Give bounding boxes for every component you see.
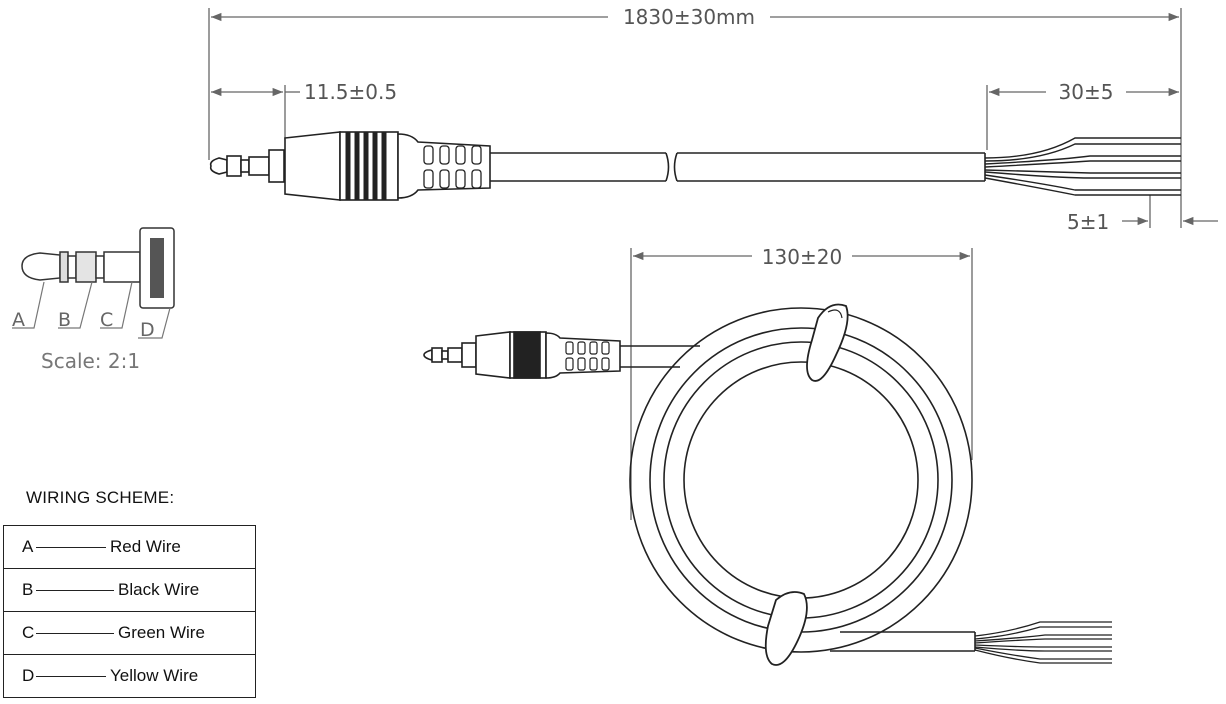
wiring-line [36,675,106,678]
scale-label: Scale: 2:1 [41,349,140,373]
tin-length-dimension [1122,140,1218,228]
total-length-label: 1830±30mm [623,5,755,29]
wiring-wire: Red Wire [110,537,181,556]
plug-detail [12,227,175,339]
wiring-table: A Red Wire B Black Wire C Green Wire D Yello… [3,525,256,698]
plug-label-d: D [140,319,155,341]
table-row: C Green Wire [3,611,256,655]
wiring-line [36,589,114,592]
wiring-wire: Yellow Wire [110,666,199,685]
plug-tip-dimension [210,85,300,140]
wiring-scheme-title: WIRING SCHEME: [26,488,175,507]
plug-label-c: C [100,309,113,331]
wiring-pin: A [22,537,34,556]
wiring-wire: Black Wire [118,580,200,599]
table-row: D Yellow Wire [3,654,256,698]
tin-length-label: 5±1 [1067,210,1109,234]
coil-diameter-dimension [630,248,973,520]
total-length-dimension [208,8,1182,160]
straight-cable [209,131,1181,201]
plug-label-b: B [58,309,71,331]
table-row: A Red Wire [3,525,256,569]
coiled-cable [423,303,1112,666]
wiring-pin: B [22,580,34,599]
coil-diameter-label: 130±20 [762,245,842,269]
plug-tip-label: 11.5±0.5 [304,80,397,104]
strip-length-label: 30±5 [1059,80,1114,104]
wiring-line [36,632,114,635]
wiring-pin: C [22,623,35,642]
wiring-wire: Green Wire [118,623,205,642]
plug-label-a: A [12,309,25,331]
strip-length-dimension [986,85,1179,150]
wiring-pin: D [22,666,35,685]
wiring-line [36,546,106,549]
table-row: B Black Wire [3,568,256,612]
